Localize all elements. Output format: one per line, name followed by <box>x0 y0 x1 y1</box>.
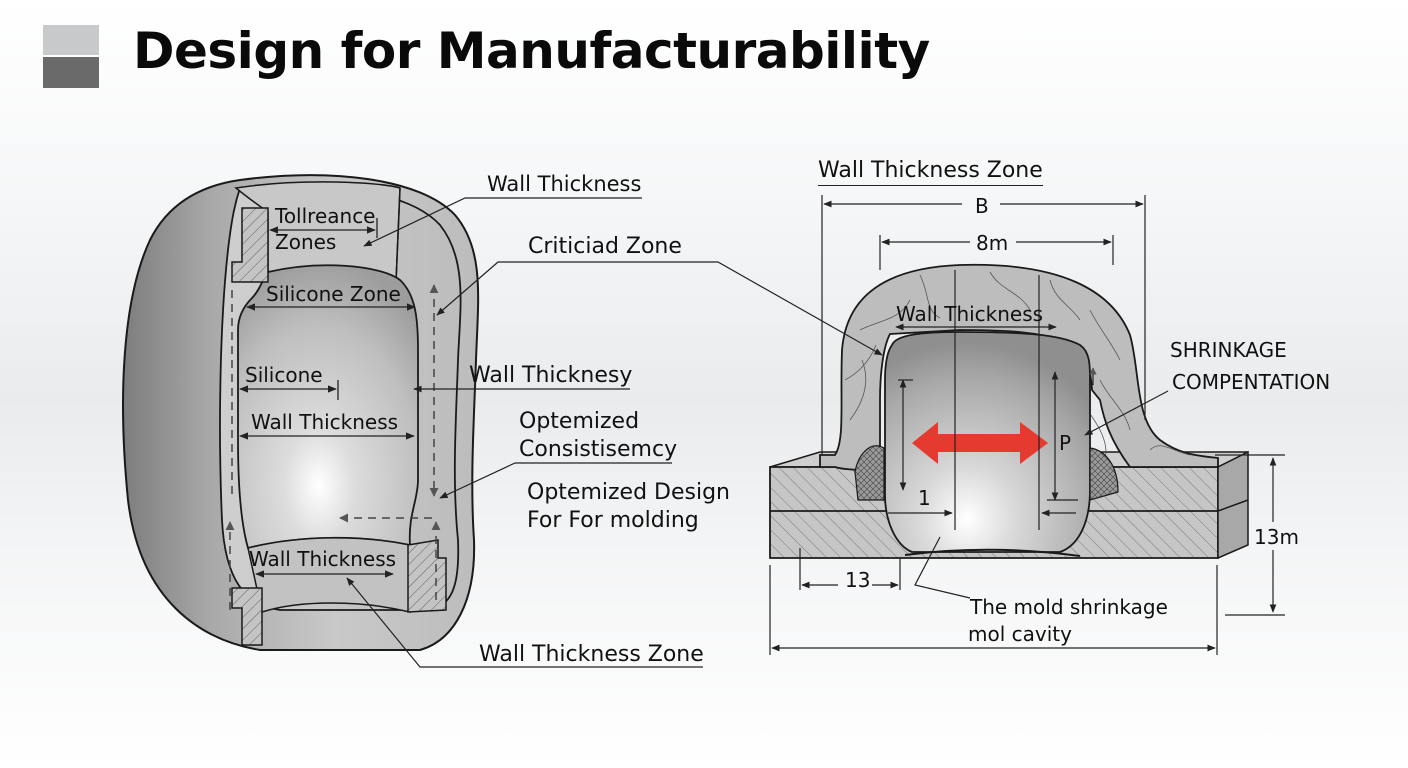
callout-optimized-design-2: For For molding <box>527 508 699 533</box>
left-leader-lines <box>346 197 703 668</box>
dim-8m: 8m <box>976 231 1009 255</box>
shrink-pocket-left <box>854 445 885 501</box>
logo-block-dark <box>43 57 99 88</box>
dim-13: 13 <box>845 568 871 592</box>
label-shrinkage-1: SHRINKAGE <box>1170 338 1287 362</box>
left-part-body <box>122 174 480 651</box>
label-wall-thickness-inner: Wall Thickness <box>251 410 399 434</box>
dim-1: 1 <box>918 486 931 510</box>
dim-13m: 13m <box>1254 525 1299 549</box>
flow-lines <box>225 284 441 610</box>
callout-wall-thickness-zone: Wall Thickness Zone <box>479 642 704 667</box>
shrink-pocket-right <box>1089 447 1119 501</box>
label-tolerance-zones-2: Zones <box>275 230 337 254</box>
label-silicone-zone: Silicone Zone <box>266 282 401 306</box>
label-wall-thickness-bottom: Wall Thickness <box>249 547 397 571</box>
label-mold-shrinkage-1: The mold shrinkage <box>970 595 1168 619</box>
dim-p: P <box>1059 431 1072 455</box>
dim-b: B <box>975 194 989 218</box>
page-title: Design for Manufacturability <box>133 22 930 80</box>
callout-optimized-design-1: Optemized Design <box>527 480 730 505</box>
right-dimension-lines <box>769 195 1285 655</box>
logo-block-light <box>43 25 99 55</box>
callout-optimized-consistency-1: Optemized <box>519 409 640 434</box>
label-silicone: Silicone <box>245 363 323 387</box>
right-leader-lines <box>683 261 1169 599</box>
label-shrinkage-2: COMPENTATION <box>1172 370 1331 394</box>
callout-wall-thickness-top: Wall Thickness <box>487 172 642 196</box>
mold-dome <box>819 263 1219 471</box>
callout-optimized-consistency-2: Consistisemcy <box>519 437 678 462</box>
silicone-cavity <box>237 264 419 550</box>
bottom-left-flange <box>231 587 263 646</box>
label-tolerance-zones-1: Tollreance <box>275 204 376 228</box>
label-mold-shrinkage-2: mol cavity <box>968 622 1072 646</box>
top-left-flange <box>231 207 269 283</box>
label-wall-thickness-zone: Wall Thickness Zone <box>818 160 1043 186</box>
label-wall-thickness-right: Wall Thickness <box>896 302 1044 326</box>
left-dimension-lines <box>239 218 416 578</box>
callout-critical-zone: Criticiad Zone <box>528 234 682 259</box>
callout-wall-thickness-mid: Wall Thicknesy <box>469 363 633 388</box>
expansion-arrow <box>912 422 1048 464</box>
